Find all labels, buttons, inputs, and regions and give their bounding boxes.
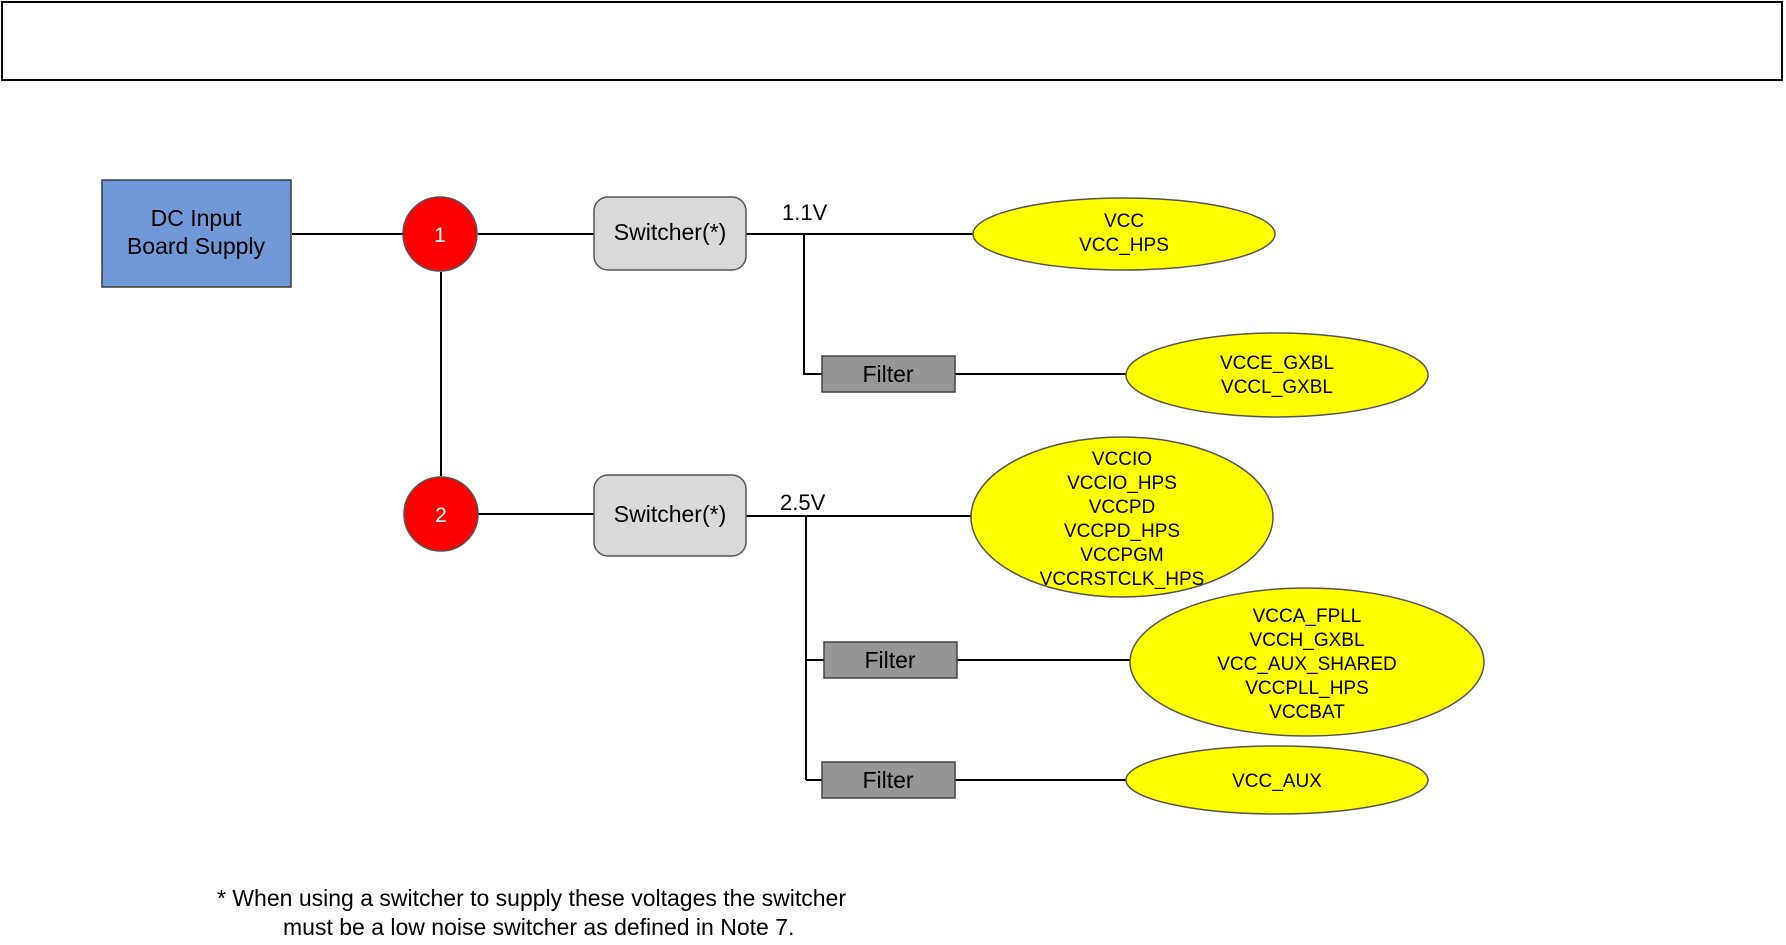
filter-3-label: Filter (862, 767, 913, 793)
node-2-label: 2 (435, 504, 447, 527)
rail-vcc-item: VCC_HPS (1079, 235, 1169, 256)
connector-lines (292, 233, 1131, 781)
dc-input-box: DC Input Board Supply (101, 179, 292, 288)
filter-3: Filter (821, 761, 956, 799)
rail-vcca-item: VCCPLL_HPS (1245, 678, 1369, 699)
filter-1-label: Filter (862, 361, 913, 387)
node-1: 1 (402, 196, 478, 272)
rail-vcca-item: VCCBAT (1269, 702, 1345, 723)
rail-vcce-item: VCCE_GXBL (1220, 353, 1334, 374)
rail-vccio-item: VCCPD (1089, 497, 1156, 518)
filter-2-label: Filter (864, 647, 915, 673)
rail-vccio-item: VCCIO (1092, 449, 1152, 470)
voltage-2v5-label: 2.5V (780, 490, 826, 515)
rail-vcc: VCC VCC_HPS (972, 197, 1276, 271)
rail-vccio-item: VCCRSTCLK_HPS (1040, 569, 1205, 590)
voltage-1v1-label: 1.1V (782, 200, 828, 225)
filter-1: Filter (821, 355, 956, 393)
rail-vcca-item: VCCA_FPLL (1253, 606, 1362, 627)
rail-vcc-aux: VCC_AUX (1125, 745, 1429, 815)
switcher-footnote: * When using a switcher to supply these … (217, 884, 977, 942)
rail-vcca-item: VCCH_GXBL (1249, 630, 1364, 651)
dc-input-line1: DC Input (151, 205, 242, 231)
rail-vcca-fpll: VCCA_FPLL VCCH_GXBL VCC_AUX_SHARED VCCPL… (1129, 587, 1485, 737)
rail-vcce-gxbl: VCCE_GXBL VCCL_GXBL (1125, 332, 1429, 418)
switcher-1-label: Switcher(*) (614, 219, 726, 245)
node-2: 2 (403, 476, 479, 552)
switcher-2: Switcher(*) (593, 474, 747, 557)
footnote-line1: * When using a switcher to supply these … (217, 885, 846, 911)
rail-vcca-item: VCC_AUX_SHARED (1217, 654, 1397, 675)
title-bar (1, 1, 1783, 81)
rail-vccio-item: VCCPD_HPS (1064, 521, 1180, 542)
dc-input-line2: Board Supply (127, 233, 266, 259)
rail-vcce-item: VCCL_GXBL (1221, 377, 1333, 398)
rail-vcc-item: VCC (1104, 211, 1144, 232)
switcher-1: Switcher(*) (593, 196, 747, 271)
filter-2: Filter (823, 641, 958, 679)
node-1-label: 1 (434, 224, 446, 247)
footnote-line2: must be a low noise switcher as defined … (283, 914, 795, 940)
rail-vccio-item: VCCPGM (1080, 545, 1163, 566)
switcher-2-label: Switcher(*) (614, 501, 726, 527)
rail-vcc-aux-item: VCC_AUX (1232, 771, 1322, 792)
rail-vccio-item: VCCIO_HPS (1067, 473, 1177, 494)
rail-vccio: VCCIO VCCIO_HPS VCCPD VCCPD_HPS VCCPGM V… (970, 436, 1274, 598)
